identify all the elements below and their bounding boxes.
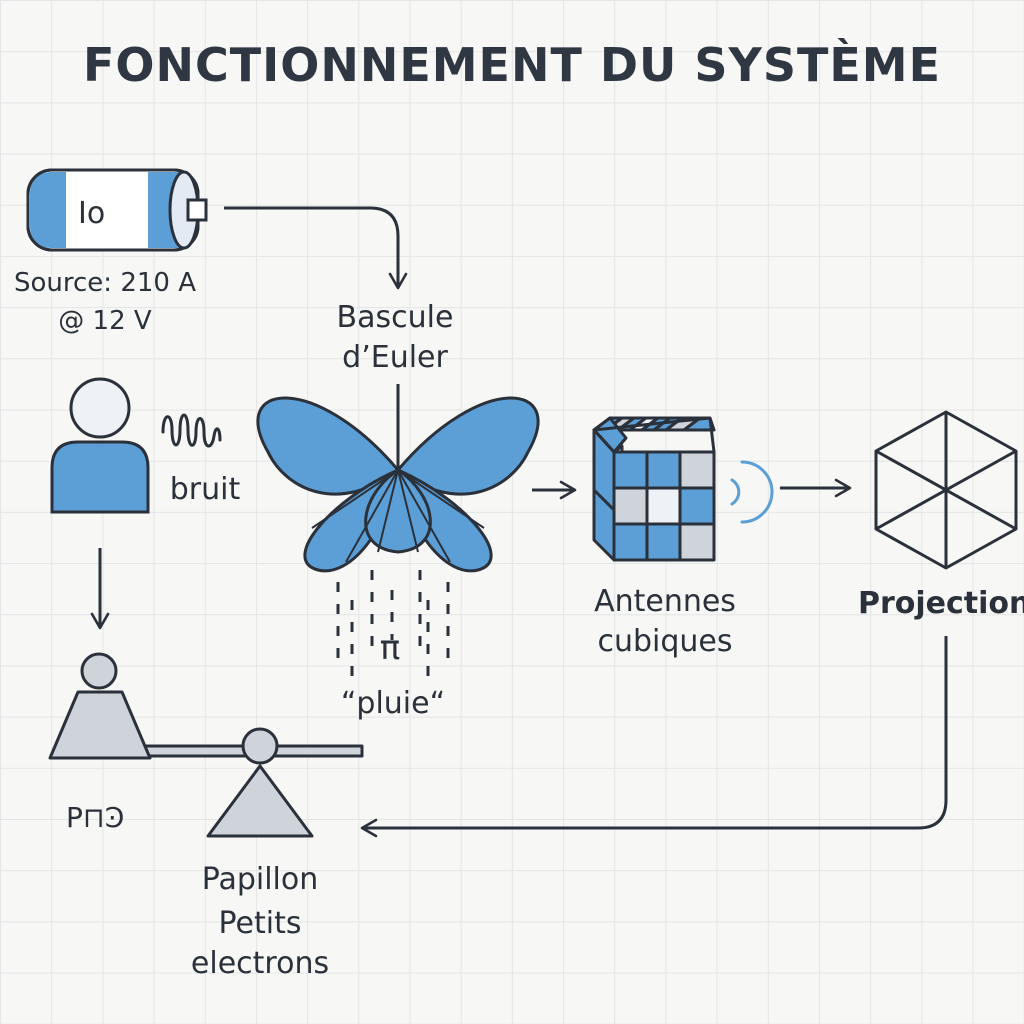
projection-hexagon-icon <box>874 410 1018 570</box>
papillon-line-1: Papillon <box>201 862 319 897</box>
rain-dashes <box>336 570 450 680</box>
seesaw-icon <box>48 652 364 838</box>
arrow-projection-return <box>360 636 948 838</box>
page-title: FONCTIONNEMENT DU SYSTÈME <box>82 38 941 92</box>
battery-label: Io <box>78 196 106 231</box>
rain-label: “pluie“ <box>340 686 446 721</box>
papillon-line-2: Petits <box>218 906 302 941</box>
battery-icon <box>26 168 208 252</box>
noise-wave-icon <box>161 413 222 448</box>
papillon-label: Papillon Petits electrons <box>170 860 350 984</box>
butterfly-icon <box>256 384 540 573</box>
bascule-label: Bascule d’Euler <box>300 298 490 378</box>
bascule-line-2: d’Euler <box>342 340 448 375</box>
projection-label: Projection <box>858 586 1024 621</box>
signal-waves-icon <box>730 460 774 524</box>
antennas-line-1: Antennes <box>594 584 736 619</box>
arrow-battery-to-bascule <box>224 206 408 290</box>
noise-label: bruit <box>169 472 241 507</box>
antennas-label: Antennes cubiques <box>570 582 760 662</box>
seesaw-left-label: P⊓Ͽ <box>66 801 125 834</box>
papillon-line-3: electrons <box>190 946 330 981</box>
antenna-cube-icon <box>592 416 716 562</box>
source-line-2: @ 12 V <box>58 306 152 336</box>
person-icon <box>50 377 150 514</box>
source-label: Source: 210 A @ 12 V <box>0 264 210 340</box>
antennas-line-2: cubiques <box>597 624 733 659</box>
pi-symbol: π <box>379 628 401 668</box>
bascule-line-1: Bascule <box>336 300 454 335</box>
source-line-1: Source: 210 A <box>14 268 196 298</box>
